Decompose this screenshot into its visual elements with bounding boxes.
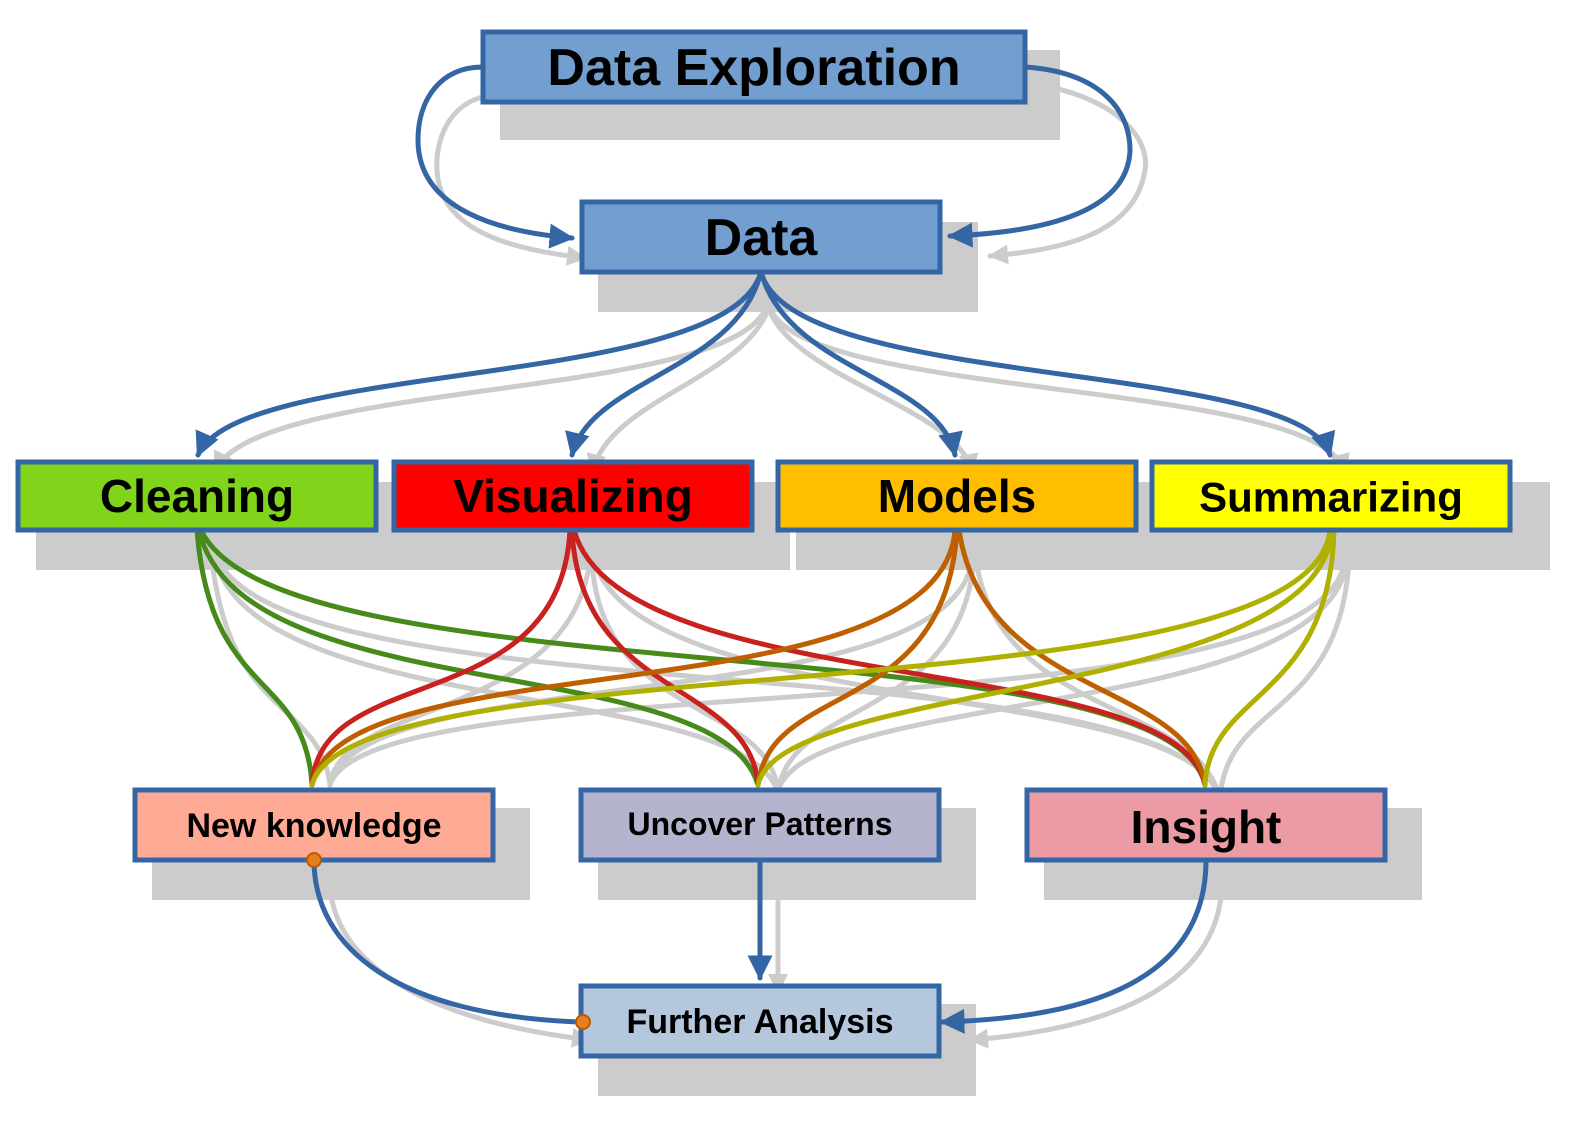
node-further-analysis: Further Analysis (578, 983, 942, 1059)
node-summarizing: Summarizing (1149, 459, 1513, 533)
blue-connectors (195, 64, 1336, 1034)
node-models: Models (775, 459, 1139, 533)
node-new-knowledge: New knowledge (132, 787, 496, 863)
node-data: Data (579, 199, 943, 275)
node-cleaning: Cleaning (15, 459, 379, 533)
visualizing-connectors (309, 527, 1208, 788)
node-uncover-patterns: Uncover Patterns (578, 787, 942, 863)
connector-dot-further-analysis (575, 1014, 591, 1030)
node-insight: Insight (1024, 787, 1388, 863)
models-connectors (309, 527, 1208, 788)
node-visualizing-label: Visualizing (453, 470, 692, 522)
node-insight-label: Insight (1131, 801, 1282, 853)
node-data-exploration: Data Exploration (480, 29, 1028, 105)
node-summarizing-label: Summarizing (1199, 474, 1463, 521)
node-uncover-patterns-label: Uncover Patterns (628, 806, 893, 842)
node-new-knowledge-label: New knowledge (186, 807, 441, 845)
node-visualizing: Visualizing (391, 459, 755, 533)
connector-dot-new-knowledge (306, 852, 322, 868)
node-cleaning-label: Cleaning (100, 470, 294, 522)
summarizing-connectors (309, 527, 1337, 788)
node-models-label: Models (878, 470, 1036, 522)
node-further-analysis-label: Further Analysis (626, 1003, 893, 1041)
node-data-label: Data (705, 209, 819, 267)
node-data-exploration-label: Data Exploration (547, 39, 960, 97)
